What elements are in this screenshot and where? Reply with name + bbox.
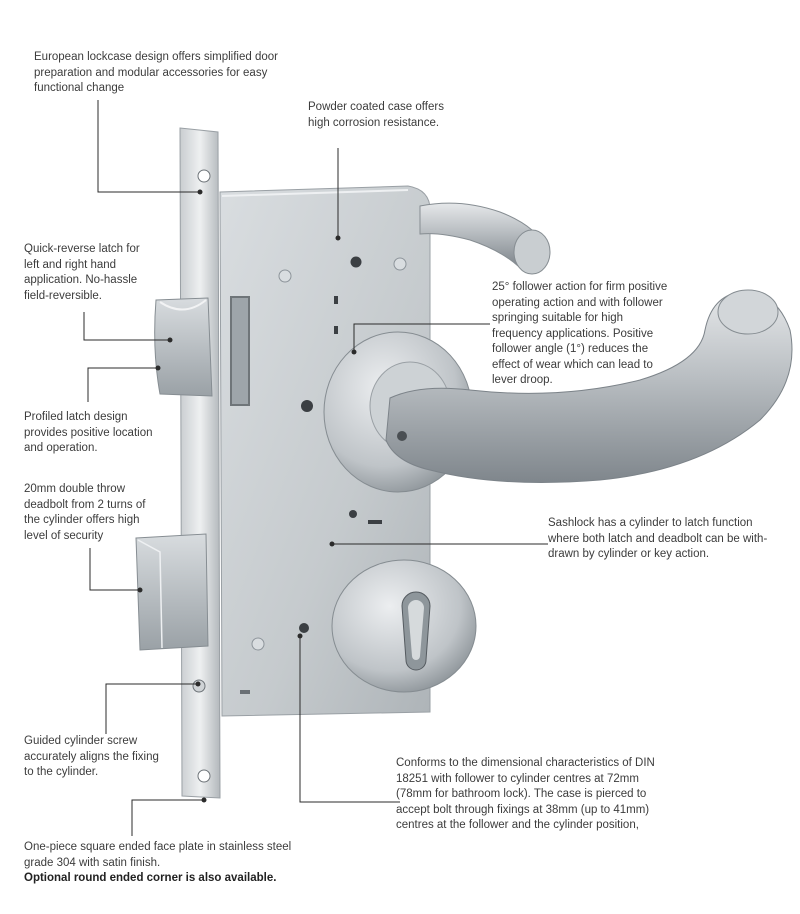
callout-powder-coat: Powder coated case offers high corrosion… — [308, 100, 448, 131]
callout-profiled-latch-text: Profiled latch design provides positive … — [24, 411, 153, 454]
callout-powder-coat-text: Powder coated case offers high corrosion… — [308, 101, 444, 129]
back-lever — [419, 202, 551, 275]
callout-faceplate-bold: Optional round ended corner is also avai… — [24, 872, 277, 884]
callout-faceplate-text: One-piece square ended face plate in sta… — [24, 841, 292, 869]
callout-sashlock: Sashlock has a cylinder to latch functio… — [548, 516, 780, 563]
callout-guided-screw-text: Guided cylinder screw accurately aligns … — [24, 735, 159, 778]
front-lever — [385, 289, 793, 483]
deadbolt — [135, 533, 209, 651]
callout-din: Conforms to the dimensional characterist… — [396, 756, 674, 834]
callout-lockcase: European lockcase design offers simplifi… — [34, 50, 296, 97]
callout-follower: 25° follower action for firm positive op… — [492, 280, 668, 389]
callout-lockcase-text: European lockcase design offers simplifi… — [34, 51, 278, 94]
callout-deadbolt: 20mm double throw deadbolt from 2 turns … — [24, 482, 164, 544]
callout-guided-screw: Guided cylinder screw accurately aligns … — [24, 734, 170, 781]
callout-faceplate: One-piece square ended face plate in sta… — [24, 840, 306, 887]
callout-follower-text: 25° follower action for firm positive op… — [492, 281, 668, 386]
cylinder-rose — [331, 559, 477, 693]
latch — [154, 297, 213, 397]
callout-din-text: Conforms to the dimensional characterist… — [396, 757, 655, 831]
callout-latch-reverse-text: Quick-reverse latch for left and right h… — [24, 243, 140, 302]
callout-profiled-latch: Profiled latch design provides positive … — [24, 410, 160, 457]
callout-sashlock-text: Sashlock has a cylinder to latch functio… — [548, 517, 768, 560]
callout-deadbolt-text: 20mm double throw deadbolt from 2 turns … — [24, 483, 146, 542]
callout-latch-reverse: Quick-reverse latch for left and right h… — [24, 242, 146, 304]
leader-lines — [83, 100, 548, 836]
